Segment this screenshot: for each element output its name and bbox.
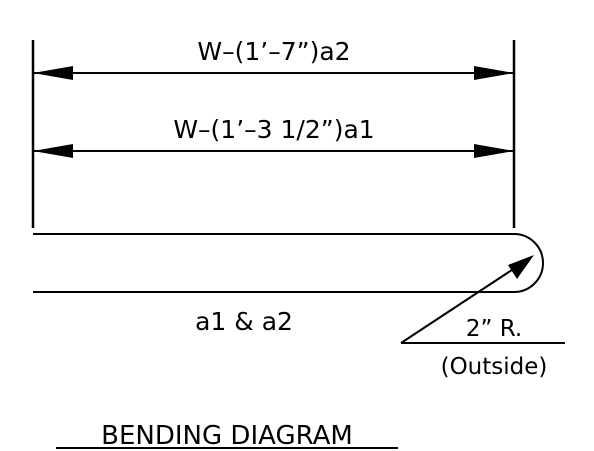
top-right-arrowhead [474,66,514,80]
radius-leader: 2” R. (Outside) [400,255,565,380]
radius-note-label: (Outside) [441,354,548,380]
radius-arrowhead [508,255,534,279]
top-left-arrowhead [33,66,73,80]
bent-bar-outline [33,233,544,293]
middle-left-arrowhead [33,144,73,158]
title-text: BENDING DIAGRAM [101,421,353,451]
diagram-title: BENDING DIAGRAM [56,421,398,451]
radius-value-label: 2” R. [466,316,522,342]
middle-right-arrowhead [474,144,514,158]
middle-dimension-label: W–(1’–3 1/2”)a1 [173,115,374,144]
top-dimension-label: W–(1’–7”)a2 [197,37,350,66]
radius-leader-line [400,261,525,344]
middle-dimension: W–(1’–3 1/2”)a1 [33,115,514,158]
bar-label: a1 & a2 [195,307,293,336]
top-dimension: W–(1’–7”)a2 [33,37,514,80]
